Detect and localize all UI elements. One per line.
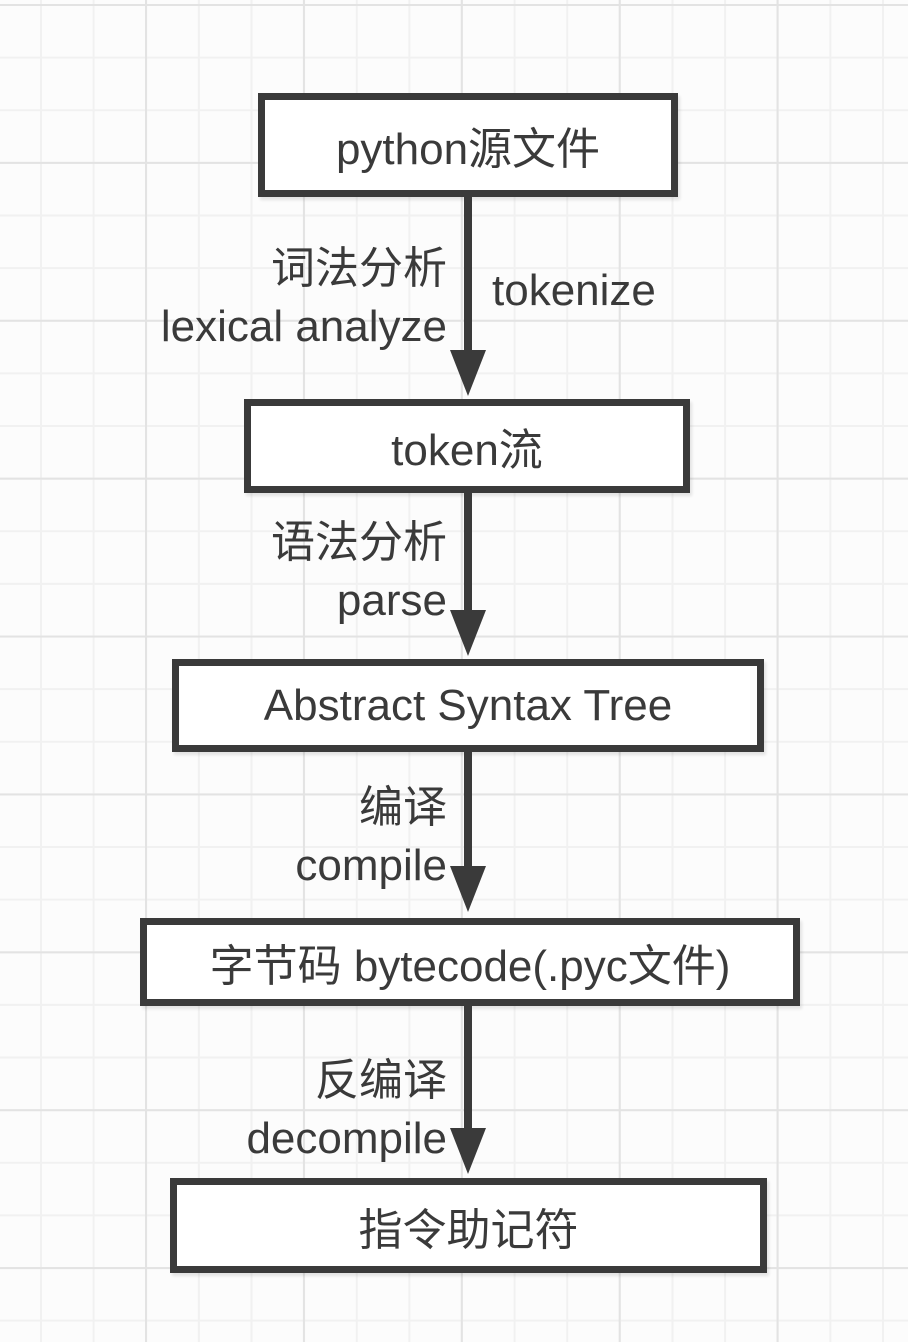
edge-label-parse-zh: 语法分析 xyxy=(271,518,447,567)
arrow-decompile-shaft xyxy=(464,1006,472,1130)
arrow-parse-head xyxy=(450,610,486,656)
arrow-tokenize-shaft xyxy=(464,197,472,353)
arrow-compile-head xyxy=(450,866,486,912)
edge-label-decompile-zh: 反编译 xyxy=(315,1056,447,1105)
edge-label-decompile: 反编译 decompile xyxy=(246,1052,447,1168)
edge-label-lexical-analyze: 词法分析 lexical analyze xyxy=(161,240,447,356)
edge-label-lexical-analyze-en: lexical analyze xyxy=(160,302,447,351)
node-bytecode: 字节码 bytecode(.pyc文件) xyxy=(140,918,800,1006)
node-token-stream: token流 xyxy=(244,399,690,493)
edge-label-decompile-en: decompile xyxy=(246,1114,447,1163)
edge-label-parse: 语法分析 parse xyxy=(271,514,447,630)
arrow-decompile-head xyxy=(450,1128,486,1174)
arrow-parse-shaft xyxy=(464,493,472,612)
arrow-tokenize-head xyxy=(450,350,486,396)
edge-label-compile-en: compile xyxy=(295,841,447,890)
arrow-compile-shaft xyxy=(464,752,472,868)
edge-label-compile-zh: 编译 xyxy=(359,783,447,832)
node-mnemonic: 指令助记符 xyxy=(170,1178,767,1273)
edge-label-lexical-analyze-zh: 词法分析 xyxy=(271,244,447,293)
node-ast: Abstract Syntax Tree xyxy=(172,659,764,752)
node-ast-label: Abstract Syntax Tree xyxy=(263,680,673,730)
node-token-stream-label: token流 xyxy=(391,426,543,475)
node-python-source: python源文件 xyxy=(258,93,678,197)
node-mnemonic-label: 指令助记符 xyxy=(358,1205,579,1255)
node-bytecode-label: 字节码 bytecode(.pyc文件) xyxy=(209,942,731,991)
edge-label-tokenize: tokenize xyxy=(492,266,656,315)
node-python-source-label: python源文件 xyxy=(335,125,601,174)
edge-label-compile: 编译 compile xyxy=(295,779,447,895)
edge-label-parse-en: parse xyxy=(336,576,447,625)
